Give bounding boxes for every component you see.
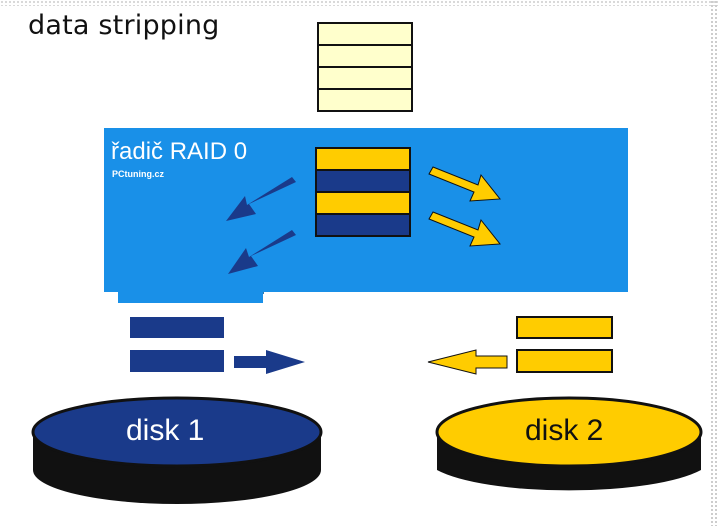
diagram-title: data stripping (28, 10, 220, 41)
disk2-block (516, 316, 613, 339)
controller-connector (118, 291, 263, 303)
controller-label: řadič RAID 0 (111, 138, 248, 165)
disk2-block (516, 349, 613, 373)
controller-block (315, 213, 411, 237)
arrow-left-icon (427, 349, 508, 375)
disk-1-platter (31, 396, 323, 504)
dotted-border-right (710, 0, 718, 526)
input-block (317, 66, 413, 90)
arrow-right-down-icon (428, 211, 501, 247)
disk-2-label: disk 2 (525, 414, 604, 447)
disk1-block (130, 317, 224, 338)
arrow-left-down-icon (226, 177, 296, 221)
dotted-border-top (0, 0, 718, 6)
input-block (317, 22, 413, 46)
arrow-right-down-icon (428, 166, 501, 202)
input-block (317, 88, 413, 112)
disk-2-platter (435, 396, 703, 491)
arrow-left-down-icon (228, 230, 296, 274)
disk1-block (130, 350, 224, 372)
controller-watermark: PCtuning.cz (112, 169, 164, 179)
arrow-right-icon (234, 350, 305, 374)
controller-block-stack (315, 147, 411, 237)
input-data-stack (317, 22, 413, 112)
disk-1-label: disk 1 (126, 414, 205, 447)
